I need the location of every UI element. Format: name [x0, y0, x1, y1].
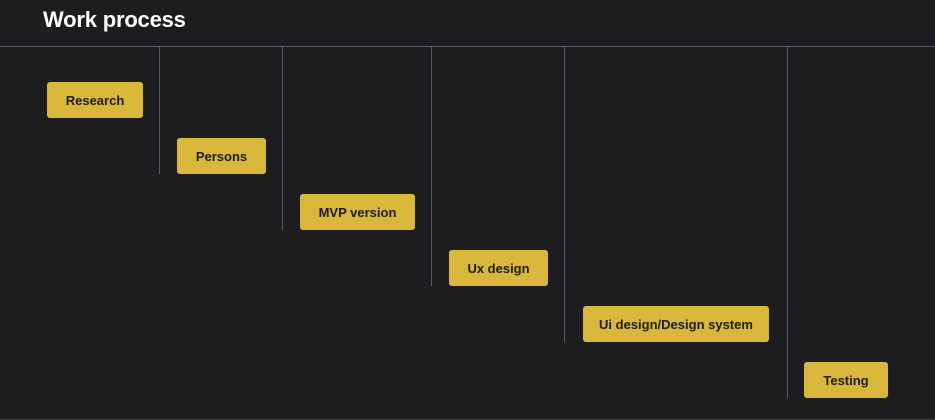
- step-research: Research: [47, 82, 143, 118]
- stage-divider-2: [282, 47, 283, 230]
- header-divider: [0, 46, 935, 47]
- page-title: Work process: [43, 7, 186, 32]
- stage-divider-1: [159, 47, 160, 174]
- stage-divider-4: [564, 47, 565, 342]
- stage-divider-3: [431, 47, 432, 286]
- stage-divider-5: [787, 47, 788, 398]
- step-mvp-version: MVP version: [300, 194, 415, 230]
- step-ux-design: Ux design: [449, 250, 548, 286]
- step-ui-design-system: Ui design/Design system: [583, 306, 769, 342]
- step-testing: Testing: [804, 362, 888, 398]
- step-persons: Persons: [177, 138, 266, 174]
